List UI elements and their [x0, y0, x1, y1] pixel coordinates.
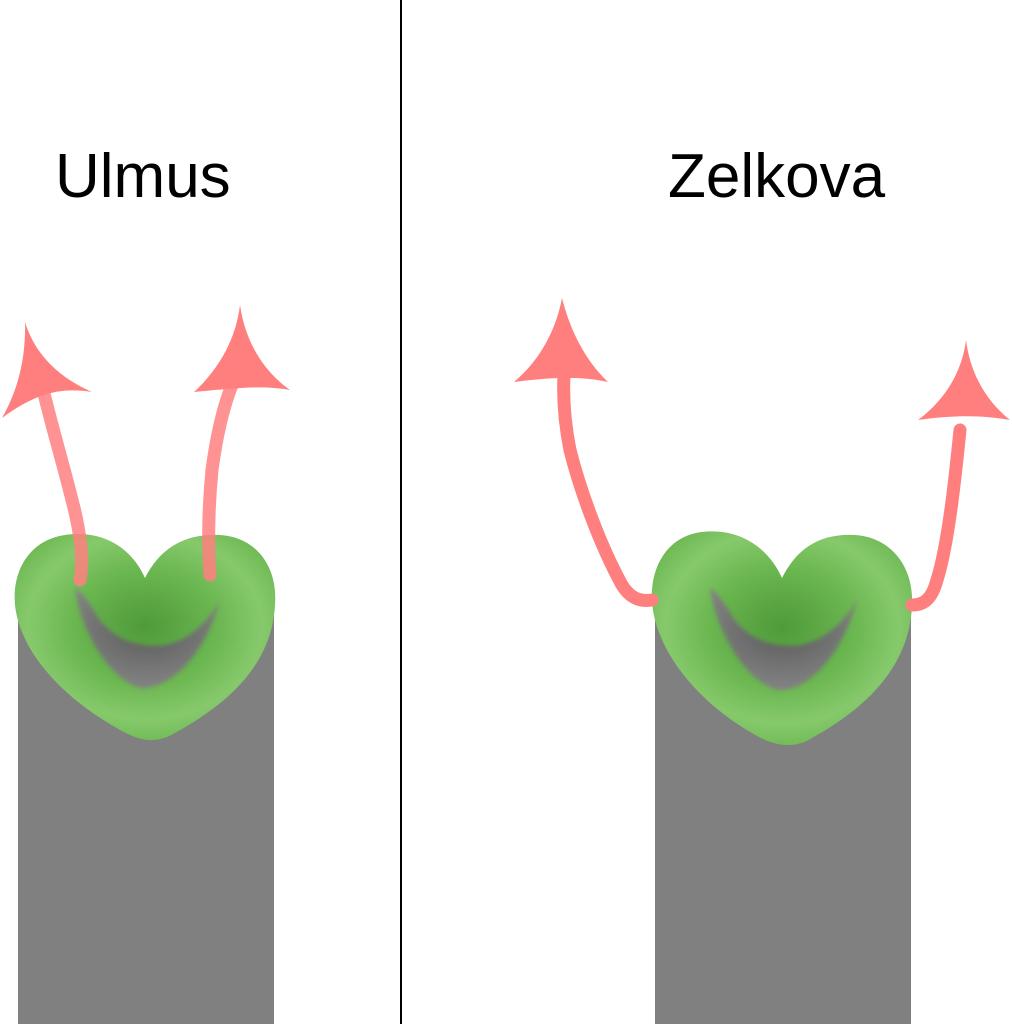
ulmus-title: Ulmus: [55, 142, 231, 211]
zelkova-pit: [710, 588, 857, 691]
zelkova-right-arrow-shaft: [905, 423, 967, 612]
zelkova-right-arrow-head: [918, 340, 1010, 420]
zelkova-title: Zelkova: [668, 142, 886, 211]
ulmus-right-arrow-head: [194, 305, 290, 392]
ulmus-left-arrow-shaft: [35, 378, 89, 587]
zelkova-left-arrow-shaft: [557, 368, 659, 607]
ulmus-left-arrow-head: [2, 322, 92, 418]
ulmus-illustration: [2, 305, 290, 1024]
panel-divider: [400, 0, 402, 1024]
zelkova-bud: [651, 531, 913, 746]
zelkova-illustration: [514, 298, 1010, 1024]
ulmus-pit: [75, 588, 220, 689]
ulmus-right-arrow-shaft: [202, 378, 239, 582]
zelkova-left-arrow-head: [514, 298, 608, 382]
